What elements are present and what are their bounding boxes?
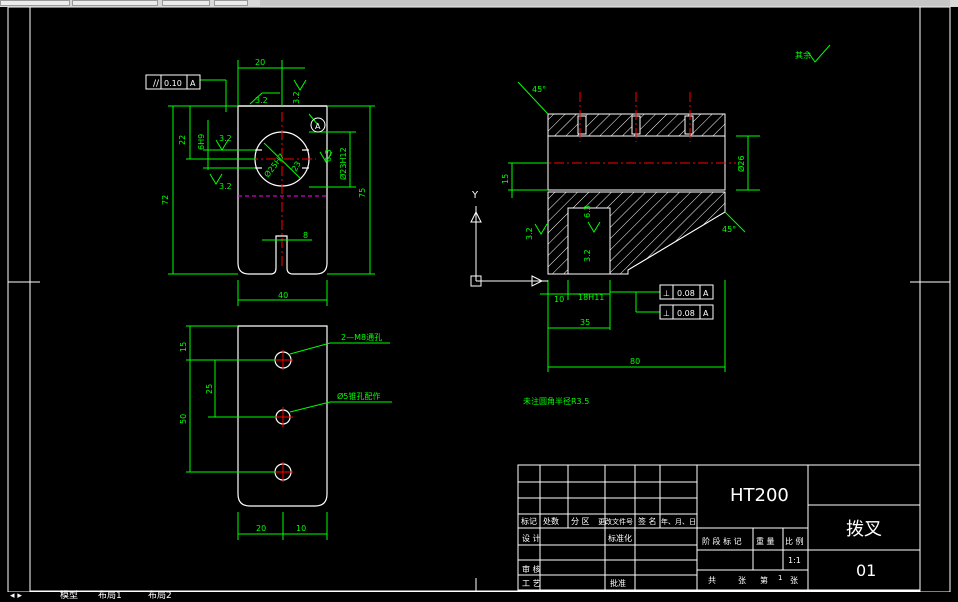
datum-letter: A [315, 122, 321, 131]
tab-layout1[interactable]: 布局1 [98, 591, 122, 601]
toolbar-scroll[interactable] [260, 0, 950, 6]
tb-row-process: 工 艺 [522, 579, 541, 588]
tb-material: HT200 [730, 485, 789, 506]
dim-text: 6.3 [324, 149, 333, 162]
fcf-datum: A [190, 79, 196, 88]
tb-weight-label: 重 量 [756, 536, 775, 546]
dim-text: 3.2 [583, 249, 592, 262]
fcf-symbol: // [153, 79, 160, 89]
tb-header: 更改文件号 [598, 517, 633, 526]
dim-text: 15 [501, 174, 510, 184]
tb-sheet-no-label: 第 [760, 575, 768, 585]
layout-tabs: ◂ ▸ 模型 布局1 布局2 [0, 591, 958, 602]
dim-text: 22 [178, 135, 187, 145]
title-block: 标记 处数 分 区 更改文件号 签 名 年、月、日 设 计 审 核 工 艺 标准… [517, 464, 921, 591]
dim-text: 25 [205, 384, 214, 394]
tb-header: 签 名 [638, 516, 657, 526]
tb-sheets-total: 共 [708, 576, 716, 585]
tb-header: 年、月、日 [661, 517, 696, 526]
tb-scale-label: 比 例 [785, 536, 804, 546]
remaining-roughness: 其余 [795, 50, 811, 60]
dim-text: 18H11 [578, 293, 604, 302]
toolbar-button[interactable] [214, 0, 248, 6]
dim-text: 8 [303, 231, 308, 240]
dim-text: 20 [255, 58, 265, 67]
datum-a-bubble [310, 117, 326, 133]
dim-text: 40 [278, 291, 288, 300]
dim-text: 23 [290, 160, 303, 173]
callout-taper-hole: Ø5锥孔配作 [337, 391, 380, 401]
tab-layout2[interactable]: 布局2 [148, 591, 172, 601]
sheet-border [7, 7, 951, 592]
tb-row-design: 设 计 [522, 533, 541, 543]
dim-text: 50 [179, 414, 188, 424]
tb-standardization: 标准化 [608, 533, 632, 543]
bottom-view: 15 25 50 20 10 2—M8通孔 Ø5锥孔配作 [179, 325, 392, 540]
toolbar-button[interactable] [72, 0, 158, 6]
fcf-symbol: ⊥ [663, 309, 670, 318]
tb-header: 标记 [521, 516, 537, 526]
dim-text: 45° [722, 225, 736, 234]
dim-text: Ø23H12 [338, 147, 348, 180]
dim-text: 80 [630, 357, 640, 366]
fcf-value: 0.08 [677, 309, 695, 318]
fcf-value: 0.08 [677, 289, 695, 298]
tb-drawing-no: 01 [856, 561, 876, 580]
dim-text: 10 [554, 295, 564, 304]
dim-text: 3.2 [255, 96, 268, 105]
dim-text: 75 [358, 188, 367, 198]
dim-text: 72 [161, 195, 170, 205]
dim-text: 45° [532, 85, 546, 94]
layer-dropdown[interactable] [162, 0, 210, 6]
general-note: 未注圆角半径R3.5 [523, 396, 589, 406]
tb-header: 处数 [543, 516, 559, 526]
drawing-canvas[interactable]: // 0.10 A A 20 22 72 6H9 Ø25H7 23 Ø23H12… [0, 7, 958, 592]
dim-text: 15 [179, 342, 188, 352]
tb-sheet-unit: 张 [790, 576, 798, 585]
callout-tapped-hole: 2—M8通孔 [341, 332, 382, 342]
tb-sheet-no: 1 [778, 574, 782, 582]
dim-text: 3.2 [219, 134, 232, 143]
ucs-y-label: Y [471, 190, 479, 201]
tb-sheets-unit: 张 [738, 576, 746, 585]
dim-text: 3.2 [525, 227, 534, 240]
tb-row-review: 审 核 [522, 564, 541, 574]
dim-text: 35 [580, 318, 590, 327]
side-view: ⊥ 0.08 A ⊥ 0.08 A 45° 15 Ø26 45° 6.3 3.2… [501, 44, 831, 406]
tb-approve: 批准 [610, 578, 626, 588]
front-view: // 0.10 A A 20 22 72 6H9 Ø25H7 23 Ø23H12… [145, 58, 375, 306]
tab-model[interactable]: 模型 [60, 591, 79, 601]
tb-part-name: 拨叉 [846, 519, 882, 540]
fcf-value: 0.10 [164, 79, 182, 88]
dim-text: 6H9 [197, 134, 206, 150]
dim-text: Ø25H7 [262, 151, 287, 179]
toolbar-button[interactable] [0, 0, 70, 6]
dim-text: 20 [256, 524, 266, 533]
fcf-symbol: ⊥ [663, 289, 670, 298]
dim-text: 6.3 [583, 205, 592, 218]
tab-nav-arrows[interactable]: ◂ ▸ [10, 591, 22, 601]
fcf-datum: A [703, 289, 709, 298]
tb-stage-label: 阶 段 标 记 [702, 536, 742, 546]
fcf-datum: A [703, 309, 709, 318]
dim-text: 10 [296, 524, 306, 533]
dim-text: 3.2 [292, 91, 301, 104]
tb-scale: 1:1 [788, 556, 801, 565]
dim-text: Ø26 [736, 156, 746, 172]
toolbar-strip [0, 0, 958, 7]
dim-text: 3.2 [219, 182, 232, 191]
tb-header: 分 区 [571, 517, 590, 526]
ucs-icon: Y [470, 190, 548, 287]
